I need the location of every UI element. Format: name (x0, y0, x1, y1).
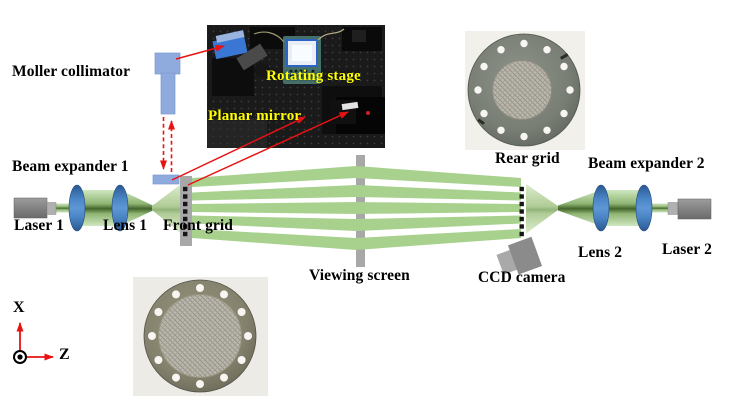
photo-controller (253, 28, 345, 84)
beam-ray-4 (192, 215, 521, 231)
photo-collimator (212, 30, 270, 96)
label-beam-expander-2: Beam expander 2 (588, 155, 705, 172)
photo-rotating-stage (322, 86, 385, 134)
coordinate-axes (13, 322, 54, 364)
label-planar-mirror: Planar mirror (208, 108, 302, 124)
front-grid-photo (133, 277, 268, 396)
beam-fan (192, 166, 521, 250)
laser1-thin-beam (54, 203, 80, 213)
label-lens-1: Lens 1 (103, 217, 148, 234)
setup-photo (207, 25, 385, 148)
front-grid-holes (148, 284, 252, 388)
beam-ray-2 (192, 185, 521, 201)
lens-1b (111, 184, 129, 232)
lens-2a (592, 184, 610, 232)
label-rear-grid: Rear grid (495, 150, 560, 167)
ccd-camera-shape (496, 236, 543, 275)
label-axis-x: X (13, 299, 25, 316)
beam-expander-1-assembly (54, 184, 181, 234)
planar-mirror-shape (152, 174, 180, 185)
lens-2b (635, 184, 653, 232)
lens-1a (68, 184, 86, 232)
diverging-cone-2 (558, 190, 601, 226)
rear-grid-photo (465, 31, 585, 150)
beam-ray-1 (192, 166, 521, 187)
converging-cone-1 (120, 190, 153, 226)
arrow-collimator-to-photo (175, 44, 225, 60)
label-beam-expander-1: Beam expander 1 (12, 158, 129, 175)
label-front-grid: Front grid (163, 217, 234, 234)
beam-ray-3 (192, 202, 521, 214)
converging-cone-rear (526, 184, 558, 234)
rear-grid-holes (474, 39, 574, 141)
collimator-beam-path (160, 117, 175, 172)
front-grid-dots (183, 186, 188, 237)
laser2-thin-beam (640, 203, 670, 213)
label-axis-z: Z (59, 346, 70, 363)
beam-expander-2-assembly (526, 184, 670, 234)
label-laser-2: Laser 2 (662, 241, 712, 258)
arrow-grid-to-photo (187, 111, 349, 186)
arrow-mirror-to-photo (171, 116, 306, 181)
front-grid-bar (180, 176, 192, 246)
laser-2-device (667, 198, 712, 220)
diverging-cone-front (152, 184, 181, 234)
rear-grid-dots (519, 186, 524, 237)
label-rotating-stage: Rotating stage (266, 68, 361, 84)
label-viewing-screen: Viewing screen (309, 267, 410, 284)
laser-1-device (13, 197, 57, 219)
label-moller-collimator: Moller collimator (12, 63, 131, 80)
moller-collimator-shape (152, 52, 181, 185)
label-laser-1: Laser 1 (14, 217, 64, 234)
label-ccd-camera: CCD camera (478, 269, 566, 286)
beam-ray-5 (192, 229, 521, 250)
label-lens-2: Lens 2 (578, 244, 623, 261)
photo-reference-arrows (171, 44, 349, 186)
